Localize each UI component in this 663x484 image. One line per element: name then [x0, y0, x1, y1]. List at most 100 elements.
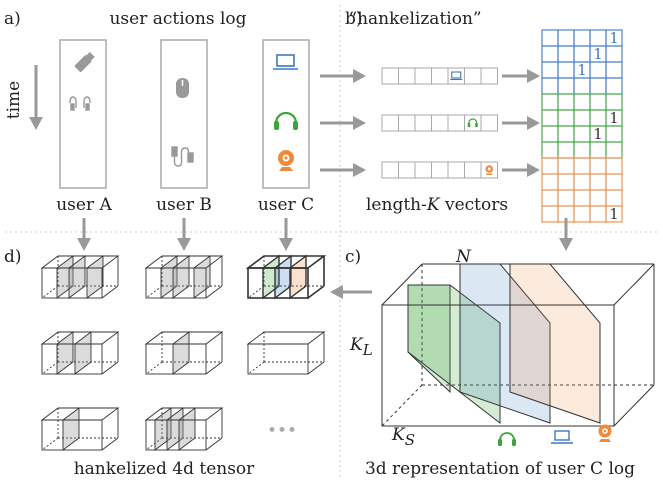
vector-cell	[447, 161, 465, 179]
matrix-cell	[589, 29, 607, 47]
vector-cell	[398, 161, 416, 179]
mini-tensor-cube	[40, 331, 120, 375]
user-c-label: user C	[258, 195, 314, 215]
tensor-slice	[74, 331, 92, 375]
arrow-b-to-c-head	[559, 238, 573, 251]
matrix-cell	[573, 157, 591, 175]
ellipsis: •••	[267, 421, 297, 441]
mini-tensor-cube	[144, 407, 224, 451]
matrix-cell	[557, 109, 575, 127]
matrix-cell	[589, 205, 607, 223]
vector-cell	[464, 161, 482, 179]
hankelization-title: “hankelization”	[348, 9, 481, 29]
matrix-cell	[573, 93, 591, 111]
user-b-log-box	[160, 39, 208, 189]
panel-label-b: b)	[345, 9, 363, 29]
time-arrow-head	[29, 117, 43, 130]
arrow-heads-log-to-vectors	[353, 69, 366, 177]
matrix-cell	[605, 189, 623, 207]
tensor-slice	[56, 331, 74, 375]
webcam-icon	[278, 150, 294, 171]
vector-cell	[381, 114, 399, 132]
matrix-cell	[605, 141, 623, 159]
matrix-cell	[557, 29, 575, 47]
tensor-slice	[62, 407, 80, 451]
vector-cell	[381, 67, 399, 85]
mouse-icon	[176, 78, 189, 98]
tensor-slice	[86, 255, 104, 299]
matrix-cell	[573, 29, 591, 47]
tensor-slice	[193, 255, 211, 299]
matrix-cell	[541, 93, 559, 111]
matrix-cell	[605, 93, 623, 111]
hankel-matrix-2: 11	[541, 93, 623, 159]
tensor-slice	[178, 407, 196, 451]
matrix-cell	[557, 157, 575, 175]
4d-tensor-grid	[40, 254, 327, 451]
laptop-icon	[273, 54, 298, 70]
arrows-log-to-vectors	[320, 74, 356, 172]
matrix-cell	[557, 141, 575, 159]
matrix-cell	[589, 189, 607, 207]
matrix-cell	[605, 77, 623, 95]
vector-cell	[431, 161, 449, 179]
matrix-cell	[605, 157, 623, 175]
vector-cell	[464, 114, 482, 132]
vector-cell	[447, 67, 465, 85]
tensor-slice	[68, 255, 86, 299]
panel-label-a: a)	[4, 9, 21, 29]
matrix-cell	[605, 173, 623, 191]
matrix-cell	[573, 141, 591, 159]
3d-representation-caption: 3d representation of user C log	[365, 459, 635, 479]
matrix-cell	[557, 45, 575, 63]
usb-drive-icon	[74, 51, 95, 73]
vector-cell	[480, 161, 498, 179]
down-arrow-heads	[77, 238, 293, 251]
mini-tensor-cube	[40, 407, 120, 451]
vector-cell	[480, 67, 498, 85]
hankel-matrix-3: 1	[541, 157, 623, 223]
mini-tensor-cube	[40, 255, 120, 299]
matrix-cell	[557, 125, 575, 143]
matrix-cell	[557, 189, 575, 207]
matrix-entry: 1	[609, 29, 619, 47]
headphones-icon	[498, 432, 516, 446]
panel-label-d: d)	[4, 247, 22, 267]
matrix-cell	[573, 77, 591, 95]
matrix-entry: 1	[609, 205, 619, 223]
3d-tensor-user-c	[381, 263, 655, 427]
matrix-cell	[541, 45, 559, 63]
mini-tensor-cube	[245, 254, 327, 300]
matrix-cell	[589, 93, 607, 111]
webcam-icon	[485, 165, 494, 175]
hankel-matrix-1: 111	[541, 29, 623, 95]
vector-cell	[414, 114, 432, 132]
vector-cell	[431, 67, 449, 85]
vector-cell	[447, 114, 465, 132]
user-a-label: user A	[56, 195, 112, 215]
matrix-cell	[541, 189, 559, 207]
user-c-log	[262, 39, 310, 189]
webcam-icon	[598, 424, 612, 442]
matrix-cell	[573, 189, 591, 207]
matrix-entry: 1	[593, 125, 603, 143]
matrix-cell	[589, 61, 607, 79]
matrix-cell	[573, 45, 591, 63]
usb-cable-icon	[171, 146, 194, 167]
matrix-cell	[589, 157, 607, 175]
vector-cell	[414, 67, 432, 85]
vector-cell	[480, 114, 498, 132]
time-label: time	[4, 81, 24, 119]
length-k-vectors	[381, 67, 498, 179]
matrix-cell	[589, 109, 607, 127]
laptop-icon	[551, 430, 573, 444]
matrix-cell	[541, 173, 559, 191]
user-c-log-box	[262, 39, 310, 189]
arrows-vectors-to-matrices	[502, 74, 530, 172]
matrix-cell	[557, 173, 575, 191]
matrix-cell	[557, 61, 575, 79]
matrix-cell	[541, 29, 559, 47]
matrix-cell	[573, 205, 591, 223]
panel-label-c: c)	[345, 247, 361, 267]
